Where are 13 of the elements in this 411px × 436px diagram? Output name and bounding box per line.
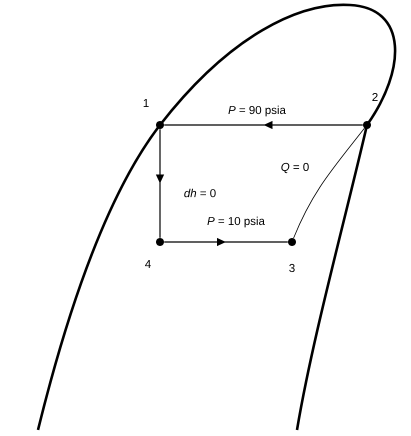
state-point [156, 238, 164, 246]
state-point [156, 121, 164, 129]
point-number: 2 [372, 92, 378, 102]
edge-label: P = 10 psia [206, 216, 266, 228]
edge-label: dh = 0 [182, 188, 218, 198]
process-line [293, 128, 365, 238]
point-number: 3 [289, 264, 295, 272]
state-point [363, 121, 371, 129]
point-number: 4 [145, 260, 151, 268]
state-point [288, 238, 296, 246]
point-number: 1 [144, 99, 149, 107]
edge-label: Q = 0 [280, 162, 310, 174]
edge-label: P = 90 psia [227, 104, 287, 118]
